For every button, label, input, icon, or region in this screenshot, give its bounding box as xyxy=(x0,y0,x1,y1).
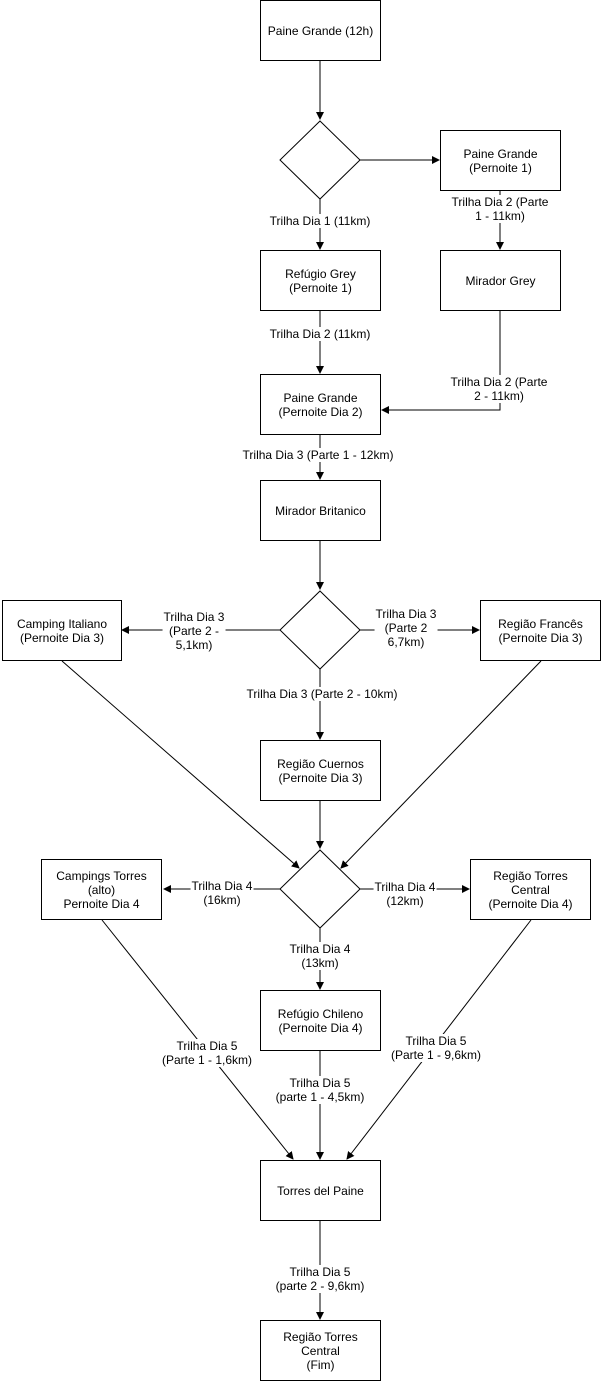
node-refugio-chileno: Refúgio Chileno (Pernoite Dia 4) xyxy=(260,990,381,1051)
node-regiao-frances: Região Francês (Pernoite Dia 3) xyxy=(480,600,601,661)
node-refugio-grey: Refúgio Grey (Pernoite 1) xyxy=(260,250,381,311)
node-mirador-grey: Mirador Grey xyxy=(440,250,561,311)
edge-label-trilha-dia-3-parte-1: Trilha Dia 3 (Parte 1 - 12km) xyxy=(241,448,395,462)
node-paine-grande-start: Paine Grande (12h) xyxy=(260,0,381,61)
decision-diamond-1 xyxy=(279,120,361,200)
edge-label-trilha-dia-5-parte-1-1-6km: Trilha Dia 5 (Parte 1 - 1,6km) xyxy=(160,1039,254,1067)
node-regiao-torres-central: Região Torres Central (Pernoite Dia 4) xyxy=(470,859,591,920)
node-camping-italiano: Camping Italiano (Pernoite Dia 3) xyxy=(2,600,122,661)
edge-label-trilha-dia-1: Trilha Dia 1 (11km) xyxy=(268,214,372,228)
edge-label-trilha-dia-4-13km: Trilha Dia 4 (13km) xyxy=(288,942,352,970)
node-regiao-torres-central-fim: Região Torres Central (Fim) xyxy=(260,1320,381,1381)
edge-label-trilha-dia-5-parte-1-4-5km: Trilha Dia 5 (parte 1 - 4,5km) xyxy=(274,1076,366,1104)
edge-mirador-grey-to-paine-grande2 xyxy=(381,311,501,414)
node-paine-grande-pernoite-1: Paine Grande (Pernoite 1) xyxy=(440,130,561,191)
edge-label-trilha-dia-4-12km: Trilha Dia 4 (12km) xyxy=(373,880,437,908)
edge-label-trilha-dia-4-16km: Trilha Dia 4 (16km) xyxy=(190,879,254,907)
node-mirador-britanico: Mirador Britanico xyxy=(260,480,381,541)
edge-label-trilha-dia-5-parte-2: Trilha Dia 5 (parte 2 - 9,6km) xyxy=(274,1265,366,1293)
edge-label-trilha-dia-3-parte-2-10km: Trilha Dia 3 (Parte 2 - 10km) xyxy=(245,687,399,701)
edge-label-trilha-dia-3-camping-italiano: Trilha Dia 3 (Parte 2 - 5,1km) xyxy=(162,610,226,652)
edge-label-trilha-dia-2: Trilha Dia 2 (11km) xyxy=(268,327,372,341)
edge-regiao-frances-to-decision3 xyxy=(340,660,542,869)
edge-label-trilha-dia-2-parte-2: Trilha Dia 2 (Parte 2 - 11km) xyxy=(447,375,551,403)
decision-diamond-2 xyxy=(279,590,361,670)
node-campings-torres: Campings Torres (alto) Pernoite Dia 4 xyxy=(41,859,162,920)
edge-label-trilha-dia-2-parte-1: Trilha Dia 2 (Parte 1 - 11km) xyxy=(449,195,551,223)
node-paine-grande-pernoite-dia-2: Paine Grande (Pernoite Dia 2) xyxy=(260,374,381,435)
edge-label-trilha-dia-3-regiao-frances: Trilha Dia 3 (Parte 2 6,7km) xyxy=(374,607,438,649)
node-regiao-cuernos: Região Cuernos (Pernoite Dia 3) xyxy=(260,740,381,801)
edge-label-trilha-dia-5-parte-1-9-6km: Trilha Dia 5 (Parte 1 - 9,6km) xyxy=(389,1034,483,1062)
node-torres-del-paine: Torres del Paine xyxy=(260,1160,381,1221)
edge-camping-italiano-to-decision3 xyxy=(61,660,300,869)
